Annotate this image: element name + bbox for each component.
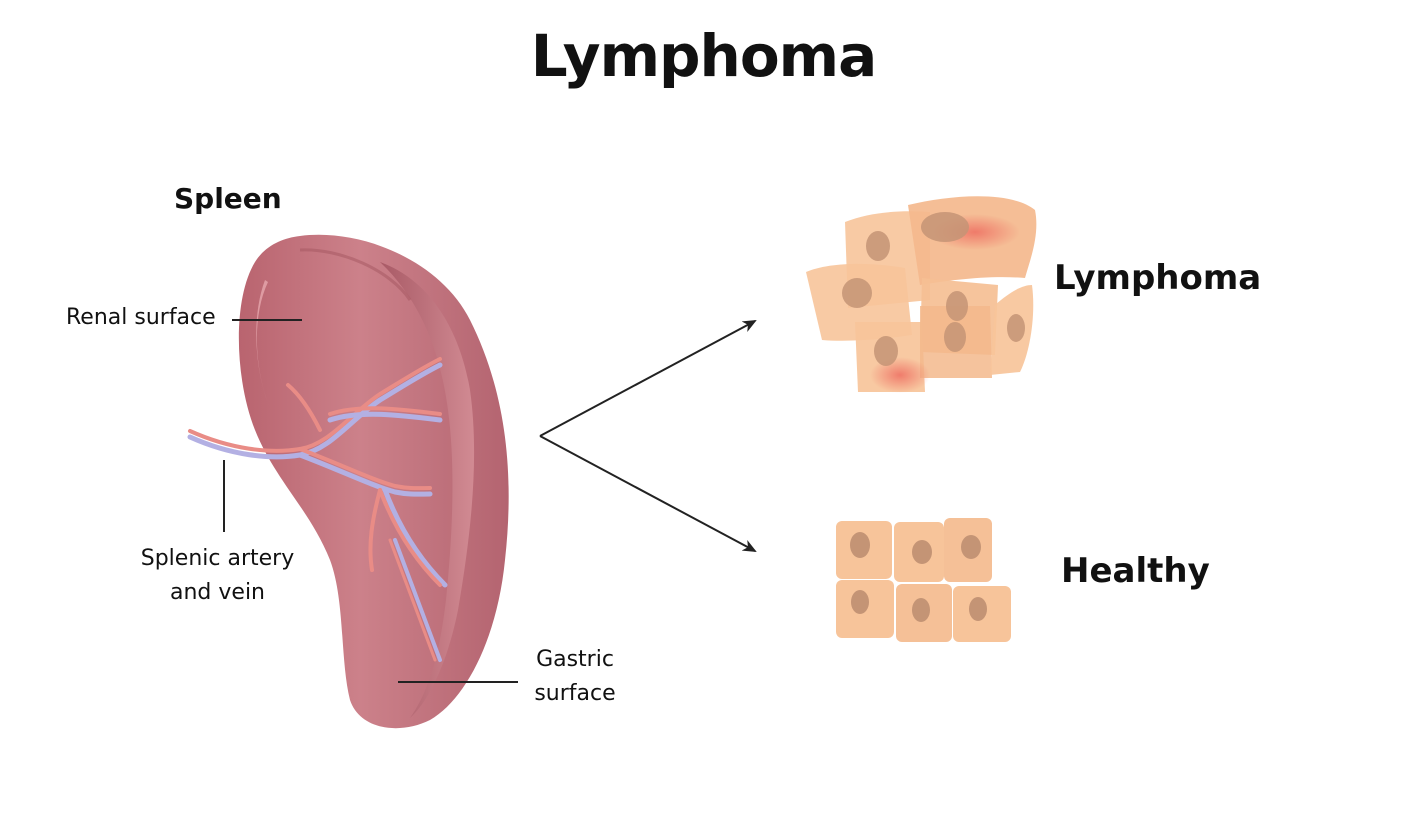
healthy-cells-label: Healthy [1061,551,1210,591]
lymphoma-cells [806,196,1037,393]
splenic-artery-line1: Splenic artery [140,546,295,571]
gastric-surface-line2: surface [534,681,616,706]
splenic-vessels [187,357,448,662]
gastric-surface-label: Gastric surface [520,643,630,711]
arrow-to-lymphoma [539,320,757,437]
gastric-surface-line1: Gastric [536,647,614,672]
branch-arrows [539,320,757,552]
renal-surface-label: Renal surface [66,305,216,330]
leader-lines [223,319,518,683]
arrow-to-healthy [539,435,757,552]
lymphoma-cells-label: Lymphoma [1054,258,1262,298]
page-title: Lymphoma [530,22,878,90]
healthy-cells [836,518,1011,642]
splenic-artery-label: Splenic artery and vein [110,542,325,610]
spleen-title: Spleen [174,182,282,215]
spleen-organ [187,234,509,729]
splenic-artery-line2: and vein [170,580,265,605]
